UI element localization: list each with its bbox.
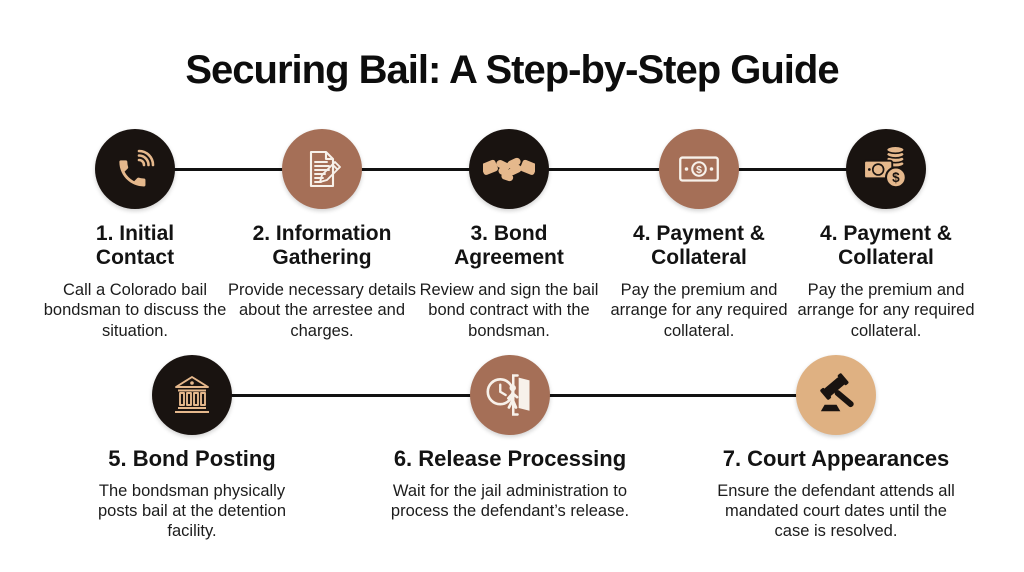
phone-icon [119,149,155,187]
step-title: 7. Court Appearances [722,446,950,471]
step-description: Wait for the jail administration to proc… [390,481,630,520]
step1-text: 1. Initial Contact Call a Colorado bail … [35,222,235,341]
svg-text:$: $ [696,165,702,176]
step-title: 4. Payment & Collateral [633,222,765,270]
step6-circle [470,355,550,435]
step3-text: 3. Bond Agreement Review and sign the ba… [409,222,609,341]
step6-text: 6. Release Processing Wait for the jail … [380,446,640,521]
bank-icon [175,376,209,413]
step-description: Pay the premium and arrange for any requ… [797,280,975,340]
step7-circle [796,355,876,435]
step-description: Ensure the defendant attends all mandate… [717,481,955,541]
step4-text: 4. Payment & Collateral Pay the premium … [599,222,799,341]
step-description: Call a Colorado bail bondsman to discuss… [43,280,227,340]
step-description: Pay the premium and arrange for any requ… [610,280,788,340]
step4b-text: 4. Payment & Collateral Pay the premium … [786,222,986,341]
step2-circle [282,129,362,209]
step4b-circle: $ [846,129,926,209]
step-description: The bondsman physically posts bail at th… [97,481,287,541]
page-title: Securing Bail: A Step-by-Step Guide [185,48,839,92]
step-title: 6. Release Processing [393,446,627,471]
clock-door-exit-icon [486,374,530,416]
step-title: 4. Payment & Collateral [820,222,952,270]
step4-circle: $ [659,129,739,209]
cash-coins-icon: $ [863,145,907,189]
handshake-icon [483,157,535,182]
step2-text: 2. Information Gathering Provide necessa… [222,222,422,341]
banknote-icon: $ [679,156,719,182]
step3-circle [469,129,549,209]
step-title: 1. Initial Contact [95,222,175,270]
step-title: 2. Information Gathering [252,222,392,270]
document-pencil-icon [309,150,341,188]
step-description: Provide necessary details about the arre… [227,280,416,340]
step7-text: 7. Court Appearances Ensure the defendan… [706,446,966,542]
step-title: 3. Bond Agreement [454,222,564,270]
step5-text: 5. Bond Posting The bondsman physically … [67,446,317,542]
step5-circle [152,355,232,435]
svg-text:$: $ [892,170,900,185]
step-title: 5. Bond Posting [108,446,276,471]
step-description: Review and sign the bail bond contract w… [419,280,599,340]
gavel-icon [820,373,854,412]
step1-circle [95,129,175,209]
